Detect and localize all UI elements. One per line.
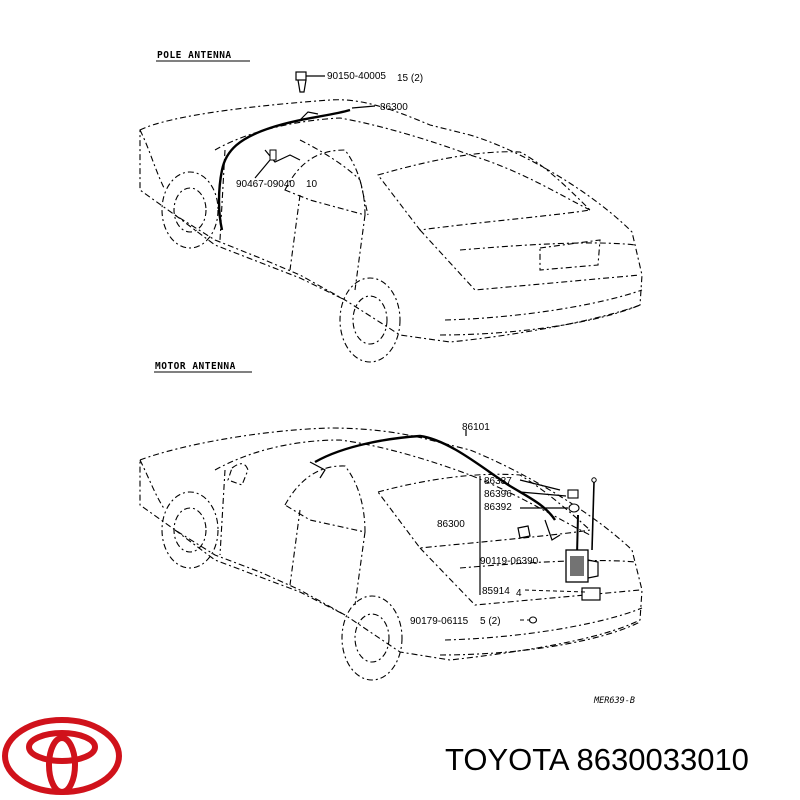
brand-caption: TOYOTA 8630033010 — [445, 742, 749, 778]
part-label: 86101 — [462, 422, 490, 433]
part-label: 85914 — [482, 586, 510, 597]
clamp-icon — [264, 149, 301, 163]
part-label: 86392 — [484, 502, 512, 513]
part-label: 90179-06115 — [410, 616, 469, 627]
bracket-icon — [517, 519, 561, 541]
part-label: 4 — [516, 588, 522, 599]
part-label: 90467-09040 — [236, 179, 295, 190]
pole-antenna-section: POLE ANTENNA — [139, 50, 643, 363]
motor-antenna-section: MOTOR ANTENNA — [139, 361, 643, 681]
part-label: 15 (2) — [397, 73, 423, 84]
motor-antenna-title: MOTOR ANTENNA — [155, 361, 236, 372]
screw-icon — [295, 71, 307, 93]
part-label: 90119-06390 — [480, 556, 539, 567]
part-number: 8630033010 — [576, 742, 749, 777]
part-label: 5 (2) — [480, 616, 501, 627]
part-label: 86337 — [484, 476, 512, 487]
nut-icon — [567, 489, 579, 499]
antenna-motor-icon — [565, 477, 599, 583]
pole-antenna-title: POLE ANTENNA — [157, 50, 232, 61]
pole-car-drawing — [139, 99, 643, 363]
washer-icon — [568, 503, 580, 513]
relay-icon — [581, 587, 601, 601]
part-label: 86300 — [380, 102, 408, 113]
part-label: 86396 — [484, 489, 512, 500]
part-label: 86300 — [437, 519, 465, 530]
motor-antenna-cable — [314, 434, 556, 521]
brand-name: TOYOTA — [445, 742, 568, 777]
screw-icon — [528, 616, 538, 624]
toyota-logo-icon — [2, 717, 122, 795]
part-label: 10 — [306, 179, 318, 190]
diagram-code: MER639-B — [593, 696, 635, 706]
part-label: 90150-40005 — [327, 71, 386, 82]
pole-antenna-cable — [217, 108, 351, 231]
motor-car-drawing — [139, 427, 643, 681]
